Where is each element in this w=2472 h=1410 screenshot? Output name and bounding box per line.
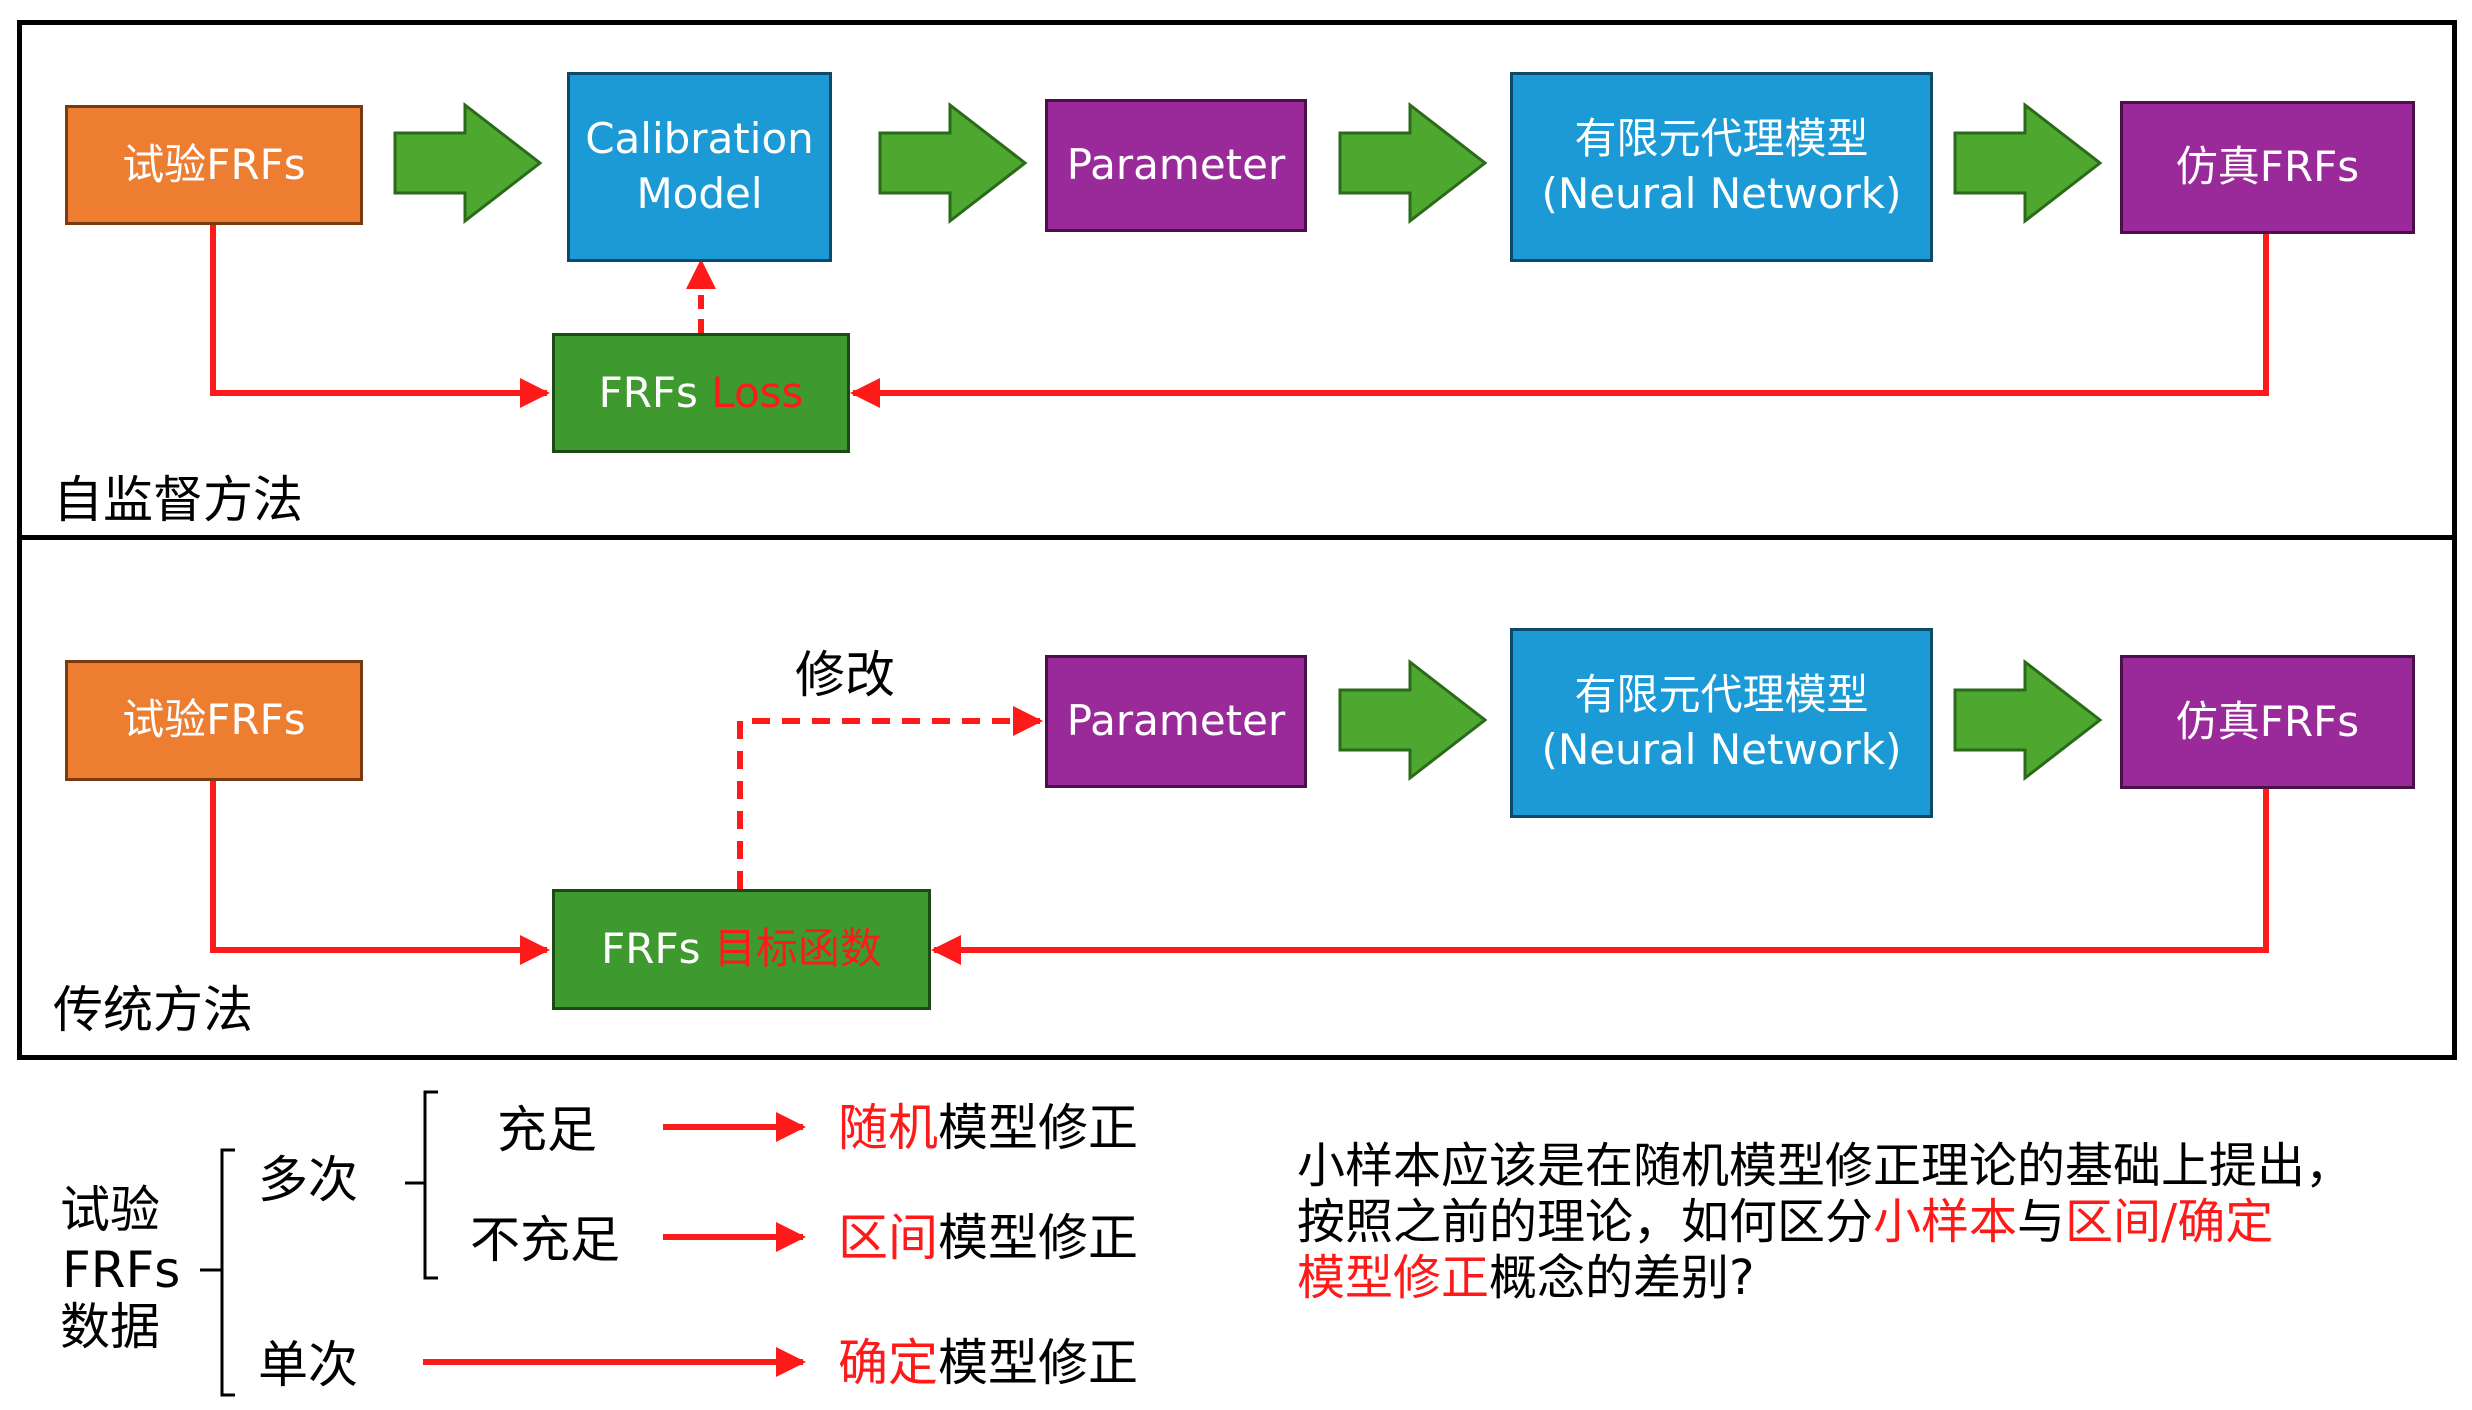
modify-label: 修改	[795, 646, 895, 704]
tree-sufficient: 充足	[497, 1101, 597, 1159]
calibration-model-box: Calibration Model	[567, 72, 832, 262]
test-to-loss-line	[210, 225, 550, 408]
note-l2-d: 区间/确定	[2065, 1194, 2274, 1250]
test-frfs-box-top: 试验FRFs	[65, 105, 363, 225]
tree-multi: 多次	[258, 1151, 358, 1209]
calibration-label-line2: Model	[636, 169, 763, 218]
sim-to-objective-line	[931, 789, 2269, 965]
outcome-random-red: 随机	[838, 1099, 938, 1157]
fe-model-label-line1: 有限元代理模型	[1574, 670, 1869, 720]
note-line1: 小样本应该是在随机模型修正理论的基础上提出，	[1297, 1138, 2354, 1194]
parameter-label: Parameter	[1066, 140, 1286, 190]
note-l2-c: 与	[2017, 1194, 2066, 1250]
test-frfs-label: 试验FRFs	[122, 139, 306, 189]
tree-root-line2: FRFs	[62, 1241, 181, 1299]
calibration-label-line1: Calibration	[585, 114, 814, 164]
test-frfs-box-bottom: 试验FRFs	[65, 660, 363, 781]
tree-single: 单次	[258, 1336, 358, 1394]
test-frfs-label: 试验FRFs	[122, 695, 306, 745]
outcome-deterministic: 确定模型修正	[838, 1338, 1138, 1388]
fe-surrogate-model-box-bottom: 有限元代理模型 (Neural Network)	[1510, 628, 1933, 818]
flow-arrow-6	[1953, 658, 2103, 782]
fe-model-label-line1: 有限元代理模型	[1574, 114, 1869, 164]
traditional-panel	[17, 535, 2457, 1060]
parameter-label: Parameter	[1066, 696, 1286, 746]
sim-frfs-label: 仿真FRFs	[2175, 142, 2360, 192]
flow-arrow-1	[393, 101, 543, 225]
note-line2: 按照之前的理论，如何区分小样本与区间/确定	[1297, 1198, 2273, 1246]
note-l2-a: 按照之前的理论，如何区分	[1297, 1194, 1874, 1250]
fe-surrogate-model-box-top: 有限元代理模型 (Neural Network)	[1510, 72, 1933, 262]
fe-model-label-line2: (Neural Network)	[1541, 169, 1902, 218]
outcome-random-black: 模型修正	[938, 1099, 1138, 1157]
flow-arrow-2	[878, 101, 1028, 225]
sim-frfs-box-bottom: 仿真FRFs	[2120, 655, 2415, 789]
flow-arrow-4	[1953, 101, 2103, 225]
tree-insufficient: 不充足	[470, 1211, 620, 1269]
flow-arrow-5	[1338, 658, 1488, 782]
flow-arrow-3	[1338, 101, 1488, 225]
outcome-interval-black: 模型修正	[938, 1209, 1138, 1267]
note-l3-b: 概念的差别?	[1489, 1250, 1755, 1306]
outcome-deterministic-red: 确定	[838, 1334, 938, 1392]
outcome-interval-red: 区间	[838, 1209, 938, 1267]
note-line3: 模型修正概念的差别?	[1297, 1254, 1755, 1302]
test-to-objective-line	[210, 781, 550, 965]
outcome-random: 随机模型修正	[838, 1103, 1138, 1153]
loss-red-text: Loss	[711, 367, 804, 417]
frfs-loss-box: FRFs Loss	[552, 333, 850, 453]
inner-brace	[405, 1090, 438, 1280]
self-supervised-caption: 自监督方法	[53, 471, 303, 529]
objective-red-text: 目标函数	[713, 924, 882, 974]
objective-to-parameter-dashed	[737, 706, 1043, 889]
parameter-box-top: Parameter	[1045, 99, 1307, 232]
objective-function-box: FRFs 目标函数	[552, 889, 931, 1010]
loss-prefix: FRFs	[598, 367, 712, 417]
note-l2-b: 小样本	[1873, 1194, 2018, 1250]
traditional-caption: 传统方法	[53, 981, 253, 1039]
outcome-interval: 区间模型修正	[838, 1213, 1138, 1263]
objective-prefix: FRFs	[601, 924, 714, 974]
tree-root-line1: 试验	[60, 1181, 160, 1239]
fe-model-label-line2: (Neural Network)	[1541, 725, 1902, 774]
sim-frfs-box-top: 仿真FRFs	[2120, 101, 2415, 234]
sim-to-loss-line	[850, 232, 2269, 408]
note-l3-a: 模型修正	[1297, 1250, 1490, 1306]
tree-root-line3: 数据	[60, 1298, 160, 1356]
outer-brace	[200, 1148, 235, 1397]
sim-frfs-label: 仿真FRFs	[2175, 696, 2360, 746]
parameter-box-bottom: Parameter	[1045, 655, 1307, 788]
outcome-deterministic-black: 模型修正	[938, 1334, 1138, 1392]
